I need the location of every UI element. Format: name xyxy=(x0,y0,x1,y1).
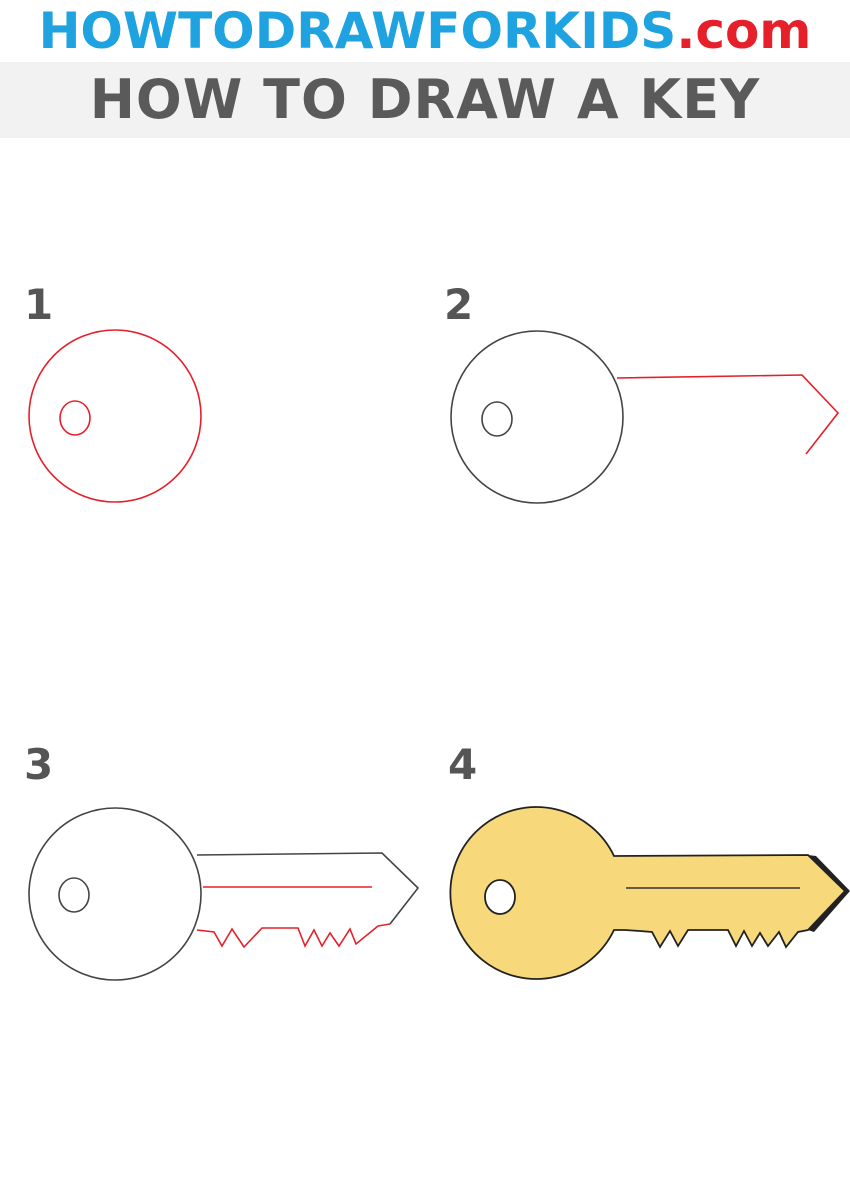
step-3-key-hole xyxy=(58,877,90,913)
step-1-key-hole xyxy=(59,400,91,436)
step-1-key-head xyxy=(28,329,202,503)
step-number-2: 2 xyxy=(444,280,474,329)
page-title: HOW TO DRAW A KEY xyxy=(89,68,761,131)
step-number-4: 4 xyxy=(448,740,478,789)
title-band: HOW TO DRAW A KEY xyxy=(0,62,850,138)
step-3-key-head xyxy=(28,807,202,981)
step-3-drawing xyxy=(28,807,420,981)
step-3-blade-outline xyxy=(196,852,420,925)
step-2-blade-top-edge xyxy=(616,374,840,455)
step-2-drawing xyxy=(450,330,840,504)
brand-tld: .com xyxy=(676,2,812,60)
step-4-blade-shadow xyxy=(808,855,850,932)
site-brand: HOWTODRAWFORKIDS.com xyxy=(0,0,850,62)
step-2-key-head xyxy=(450,330,624,504)
step-3-blade-teeth xyxy=(196,923,391,949)
step-number-1: 1 xyxy=(24,280,54,329)
step-4-drawing xyxy=(449,806,850,980)
step-number-3: 3 xyxy=(24,740,54,789)
step-2-key-hole xyxy=(481,401,513,437)
step-1-drawing xyxy=(28,329,202,503)
step-4-key-hole xyxy=(484,879,516,915)
step-4-key-body xyxy=(449,806,847,980)
brand-name: HOWTODRAWFORKIDS xyxy=(38,2,677,60)
